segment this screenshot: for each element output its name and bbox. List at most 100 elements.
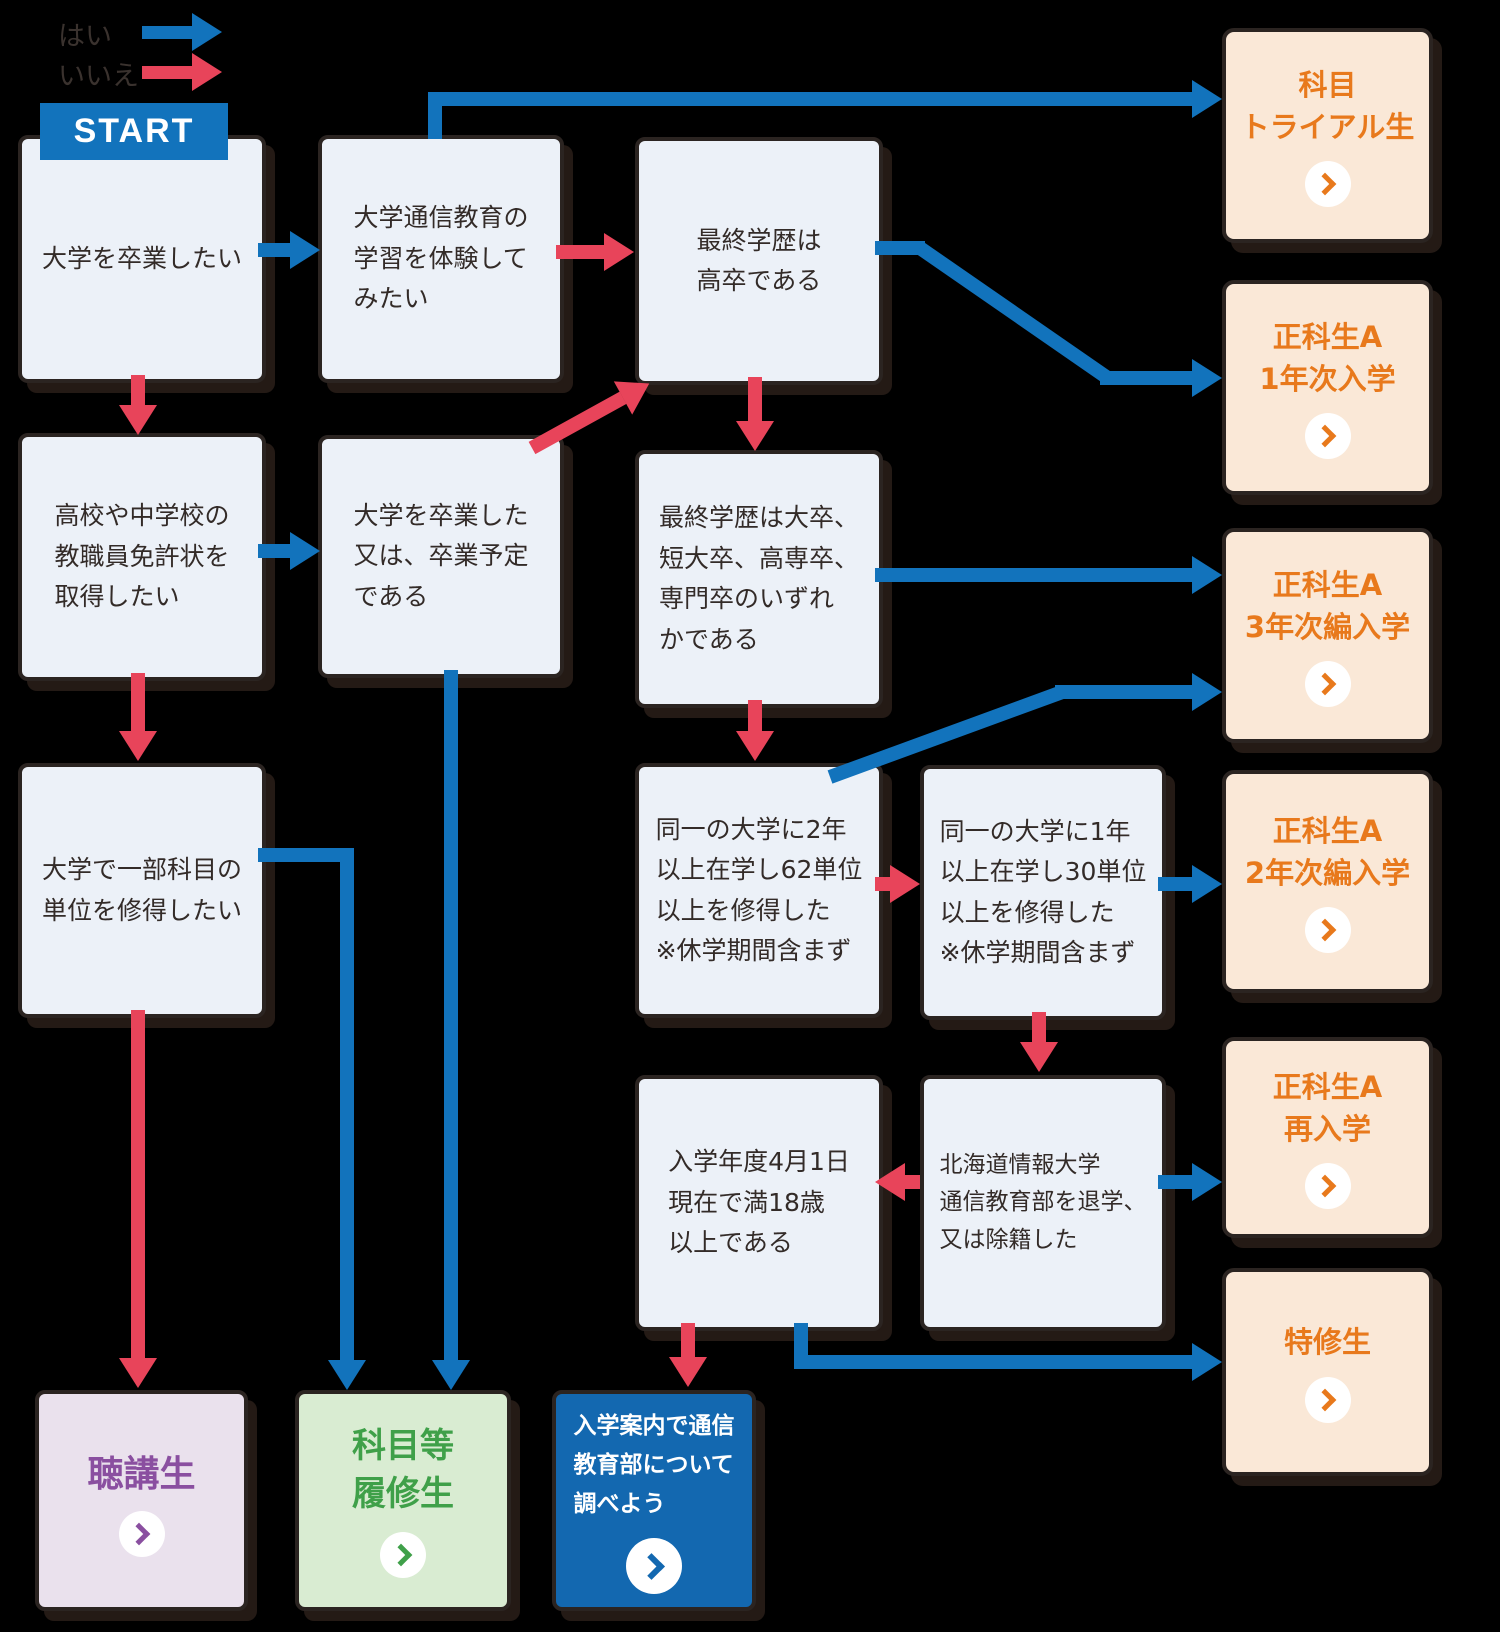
result-trial-student-label: 科目 トライアル生 <box>1240 67 1415 144</box>
legend-yes-arrow-head <box>192 13 222 51</box>
result-special-student-label: 特修生 <box>1283 1325 1371 1360</box>
start-badge: START <box>40 103 228 160</box>
arrow-yes-license-to-graduniv <box>258 544 292 558</box>
chevron-right-icon <box>1304 661 1351 708</box>
result-admission-guide[interactable]: 入学案内で通信 教育部について 調べよう <box>552 1390 756 1611</box>
arrow-no-college-to-62units-head <box>736 731 774 761</box>
legend-no-arrow-head <box>192 53 222 91</box>
arrow-no-license-to-partial-head <box>119 731 157 761</box>
arrow-no-graduate-to-license-head <box>119 405 157 435</box>
arrow-no-graduate-to-license <box>131 375 145 407</box>
chevron-right-icon <box>1304 161 1351 208</box>
arrow-no-62units-to-30units-head <box>890 865 920 903</box>
arrow-yes-highschool-to-1st-seg1 <box>875 241 925 255</box>
result-regular-3rd-year-transfer[interactable]: 正科生A 3年次編入学 <box>1222 528 1433 743</box>
arrow-yes-withdrew-to-readmission <box>1158 1175 1194 1189</box>
arrow-yes-age18-to-special-head <box>1192 1343 1222 1381</box>
chevron-right-icon <box>118 1510 165 1557</box>
result-regular-readmission-label: 正科生A 再入学 <box>1272 1069 1383 1146</box>
result-credit-course-student-label: 科目等 履修生 <box>352 1425 454 1514</box>
chevron-right-icon <box>1304 1376 1351 1423</box>
arrow-no-try-to-highschool <box>556 245 606 259</box>
arrow-yes-license-to-graduniv-head <box>290 532 320 570</box>
decision-try-correspondence: 大学通信教育の 学習を体験して みたい <box>318 135 564 383</box>
arrow-no-partial-to-audit-head <box>119 1358 157 1388</box>
result-regular-2nd-year-transfer-label: 正科生A 2年次編入学 <box>1244 813 1411 890</box>
decision-age-18-text: 入学年度4月1日 現在で満18歳 以上である <box>668 1147 850 1258</box>
arrow-yes-graduate-to-try <box>258 243 292 257</box>
decision-two-years-62units: 同一の大学に2年 以上在学し62単位 以上を修得した ※休学期間含まず <box>635 763 883 1018</box>
result-audit-student[interactable]: 聴講生 <box>35 1390 248 1611</box>
arrow-yes-try-to-trial-across <box>428 92 1192 106</box>
arrow-yes-30units-to-2nd-head <box>1192 865 1222 903</box>
decision-final-edu-college-text: 最終学歴は大卒、 短大卒、高専卒、 専門卒のいずれ かである <box>658 503 859 654</box>
arrow-no-30units-to-withdrew-head <box>1020 1042 1058 1072</box>
legend-no-label: いいえ <box>58 61 139 92</box>
result-audit-student-label: 聴講生 <box>87 1453 196 1495</box>
result-regular-1st-year[interactable]: 正科生A 1年次入学 <box>1222 280 1433 495</box>
chevron-right-icon <box>1304 413 1351 460</box>
arrow-yes-30units-to-2nd <box>1158 877 1194 891</box>
chevron-right-icon <box>1304 907 1351 954</box>
decision-one-year-30units-text: 同一の大学に1年 以上在学し30単位 以上を修得した ※休学期間含まず <box>939 816 1147 968</box>
arrow-yes-age18-to-special-across <box>794 1355 1194 1369</box>
decision-two-years-62units-text: 同一の大学に2年 以上在学し62単位 以上を修得した ※休学期間含まず <box>655 814 863 966</box>
decision-final-edu-college: 最終学歴は大卒、 短大卒、高専卒、 専門卒のいずれ かである <box>635 450 883 708</box>
arrow-no-partial-to-audit <box>131 1010 145 1360</box>
arrow-yes-highschool-to-1st-seg2 <box>1100 371 1194 385</box>
result-regular-2nd-year-transfer[interactable]: 正科生A 2年次編入学 <box>1222 770 1433 993</box>
arrow-no-age18-to-guide-head <box>669 1357 707 1387</box>
arrow-no-62units-to-30units <box>875 877 892 891</box>
arrow-yes-partial-to-credit-head <box>328 1360 366 1390</box>
arrow-yes-college-to-3rd-head <box>1192 556 1222 594</box>
arrow-yes-graduniv-to-credit-head <box>432 1360 470 1390</box>
decision-teacher-license-text: 高校や中学校の 教職員免許状を 取得したい <box>54 501 230 612</box>
legend-no-arrow <box>142 66 194 79</box>
decision-age-18: 入学年度4月1日 現在で満18歳 以上である <box>635 1075 883 1331</box>
arrow-no-graduniv-to-highschool-diagonal <box>528 391 627 455</box>
decision-one-year-30units: 同一の大学に1年 以上在学し30単位 以上を修得した ※休学期間含まず <box>920 765 1166 1020</box>
result-regular-1st-year-label: 正科生A 1年次入学 <box>1259 319 1396 396</box>
decision-try-correspondence-text: 大学通信教育の 学習を体験して みたい <box>353 203 529 314</box>
arrow-yes-try-to-trial-head <box>1192 80 1222 118</box>
arrow-yes-partial-to-credit-down <box>340 848 354 1362</box>
chevron-right-icon <box>1304 1163 1351 1210</box>
decision-teacher-license: 高校や中学校の 教職員免許状を 取得したい <box>18 433 266 681</box>
arrow-yes-highschool-to-1st-diagonal <box>916 242 1113 385</box>
chevron-right-icon <box>380 1532 426 1579</box>
arrow-no-try-to-highschool-head <box>604 233 634 271</box>
result-special-student[interactable]: 特修生 <box>1222 1268 1433 1476</box>
legend-yes-arrow <box>142 26 194 39</box>
arrow-yes-withdrew-to-readmission-head <box>1192 1163 1222 1201</box>
arrow-no-age18-to-guide <box>681 1323 695 1359</box>
arrow-yes-partial-to-credit-across <box>258 848 354 862</box>
decision-withdrew-hiu: 北海道情報大学 通信教育部を退学、 又は除籍した <box>920 1075 1166 1331</box>
arrow-no-highschool-to-college <box>748 377 762 423</box>
arrow-no-college-to-62units <box>748 700 762 733</box>
arrow-yes-graduniv-to-credit <box>444 670 458 1362</box>
arrow-no-license-to-partial <box>131 673 145 733</box>
arrow-yes-62units-to-3rd-seg <box>1055 685 1194 699</box>
decision-final-edu-highschool-text: 最終学歴は 高卒である <box>696 225 822 296</box>
decision-partial-credits-text: 大学で一部科目の 単位を修得したい <box>41 855 242 925</box>
arrow-no-withdrew-to-age18-head <box>875 1163 905 1201</box>
decision-want-graduate: 大学を卒業したい <box>18 135 266 383</box>
decision-partial-credits: 大学で一部科目の 単位を修得したい <box>18 763 266 1018</box>
arrow-no-30units-to-withdrew <box>1032 1012 1046 1044</box>
result-credit-course-student[interactable]: 科目等 履修生 <box>295 1390 511 1611</box>
result-admission-guide-label: 入学案内で通信 教育部について 調べよう <box>573 1412 735 1518</box>
decision-withdrew-hiu-text: 北海道情報大学 通信教育部を退学、 又は除籍した <box>939 1152 1147 1253</box>
result-trial-student[interactable]: 科目 トライアル生 <box>1222 28 1433 243</box>
arrow-yes-highschool-to-1st-head <box>1192 359 1222 397</box>
decision-graduated-university-text: 大学を卒業した 又は、卒業予定 である <box>353 500 529 611</box>
arrow-yes-college-to-3rd <box>875 568 1195 582</box>
chevron-right-icon <box>626 1538 682 1595</box>
decision-graduated-university: 大学を卒業した 又は、卒業予定 である <box>318 435 564 678</box>
start-label: START <box>73 112 195 150</box>
legend-yes-label: はい <box>58 21 112 52</box>
result-regular-3rd-year-transfer-label: 正科生A 3年次編入学 <box>1244 567 1411 644</box>
decision-want-graduate-text: 大学を卒業したい <box>41 243 242 273</box>
result-regular-readmission[interactable]: 正科生A 再入学 <box>1222 1037 1433 1238</box>
arrow-yes-62units-to-3rd-head <box>1192 673 1222 711</box>
